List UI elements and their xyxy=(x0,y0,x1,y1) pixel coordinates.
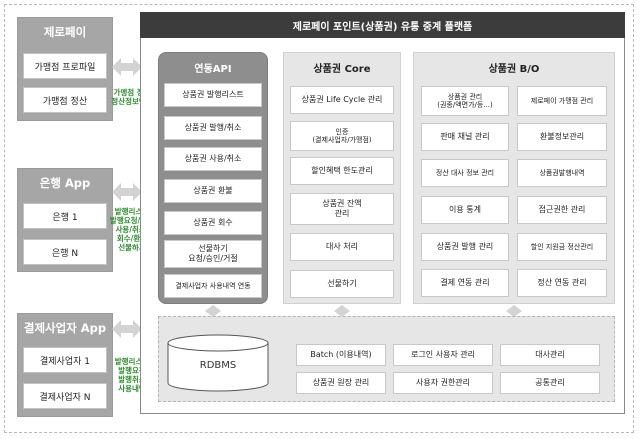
core-item: 할인혜택 한도관리 xyxy=(290,157,394,185)
api-item: 상품권 발행/취소 xyxy=(164,116,262,140)
zeropay-item-profile: 가맹점 프로파일 xyxy=(23,53,107,79)
bank-item-n: 은행 N xyxy=(23,239,107,265)
payment-title: 결제사업자 App xyxy=(23,321,107,335)
api-item: 상품권 환불 xyxy=(164,179,262,203)
db-item: 공통관리 xyxy=(500,372,600,394)
bank-item-1: 은행 1 xyxy=(23,203,107,229)
payment-note-line: 발행리스트 xyxy=(114,357,150,366)
api-item: 상품권 사용/취소 xyxy=(164,147,262,171)
bo-item: 접근권한 관리 xyxy=(517,196,607,224)
core-item: 상품권 잔액 관리 xyxy=(290,193,394,225)
vertical-arrow-icon xyxy=(205,305,221,317)
bo-item: 할인 지원금 정산관리 xyxy=(517,233,607,261)
bo-item: 상품권 관리 (권종/액면가/등...) xyxy=(421,86,509,116)
bank-note-line: 회수/환불 xyxy=(116,234,148,243)
payment-note: 발행리스트 발행요청 발행취소 사용내역 xyxy=(108,357,156,393)
api-item: 선물하기 요청/승인/거절 xyxy=(164,240,262,268)
core-column-title: 상품권 Core xyxy=(313,64,371,75)
db-item: 대사관리 xyxy=(500,344,600,366)
core-item: 선물하기 xyxy=(290,270,394,298)
database-cylinder-icon xyxy=(167,334,269,392)
zeropay-note: 가맹점 정보 정산정보연동 xyxy=(108,88,156,106)
bo-item: 상품권발행내역 xyxy=(517,159,607,187)
bo-column-title: 상품권 B/O xyxy=(488,64,540,75)
bank-note-line: 발행리스트 xyxy=(114,207,150,216)
rdbms-label: RDBMS xyxy=(199,360,237,371)
bidirectional-arrow-icon xyxy=(112,183,142,201)
bo-item: 제로페이 가맹점 관리 xyxy=(517,86,607,116)
bank-note: 발행리스트 발행요청/취소 사용/취소/ 회수/환불 선물하기 xyxy=(108,207,156,252)
payment-item-1: 결제사업자 1 xyxy=(23,347,107,373)
platform-title: 제로페이 포인트(상품권) 유통 중계 플랫폼 xyxy=(140,12,625,38)
bank-note-line: 선물하기 xyxy=(118,243,146,252)
api-column-title: 연동API xyxy=(194,64,232,75)
bo-item: 정산 대사 정보 관리 xyxy=(421,159,509,187)
db-item: Batch (이용내역) xyxy=(296,344,386,366)
bidirectional-arrow-icon xyxy=(112,320,142,338)
bo-item: 정산 연동 관리 xyxy=(517,269,607,297)
bank-note-line: 발행요청/취소 xyxy=(109,216,155,225)
bo-item: 결제 연동 관리 xyxy=(421,269,509,297)
db-item: 사용자 권한관리 xyxy=(393,372,493,394)
payment-note-line: 발행취소 xyxy=(118,375,146,384)
api-item: 결제사업자 사용내역 연동 xyxy=(164,274,262,298)
bo-item: 상품권 발행 관리 xyxy=(421,233,509,261)
bank-title: 은행 App xyxy=(39,176,91,190)
bo-item: 이용 통계 xyxy=(421,196,509,224)
core-item: 대사 처리 xyxy=(290,233,394,261)
bo-item: 판매 채널 관리 xyxy=(421,123,509,151)
payment-item-n: 결제사업자 N xyxy=(23,383,107,409)
vertical-arrow-icon xyxy=(334,305,350,317)
bo-item: 환불정보관리 xyxy=(517,123,607,151)
core-item: 상품권 Life Cycle 관리 xyxy=(290,86,394,114)
core-item: 인증 (결제사업자/가맹점) xyxy=(290,121,394,151)
payment-note-line: 사용내역 xyxy=(118,384,146,393)
outer-frame xyxy=(4,4,634,433)
bank-note-line: 사용/취소/ xyxy=(115,225,149,234)
bidirectional-arrow-icon xyxy=(112,58,142,76)
zeropay-note-line: 정산정보연동 xyxy=(111,97,153,106)
payment-note-line: 발행요청 xyxy=(118,366,146,375)
zeropay-title: 제로페이 xyxy=(43,25,87,39)
zeropay-item-settlement: 가맹점 정산 xyxy=(23,87,107,113)
vertical-arrow-icon xyxy=(506,305,522,317)
api-item: 상품권 회수 xyxy=(164,211,262,235)
zeropay-note-line: 가맹점 정보 xyxy=(113,88,151,97)
api-item: 상품권 발행리스트 xyxy=(164,83,262,107)
db-item: 상품권 원장 관리 xyxy=(296,372,386,394)
db-item: 로그인 사용자 관리 xyxy=(393,344,493,366)
